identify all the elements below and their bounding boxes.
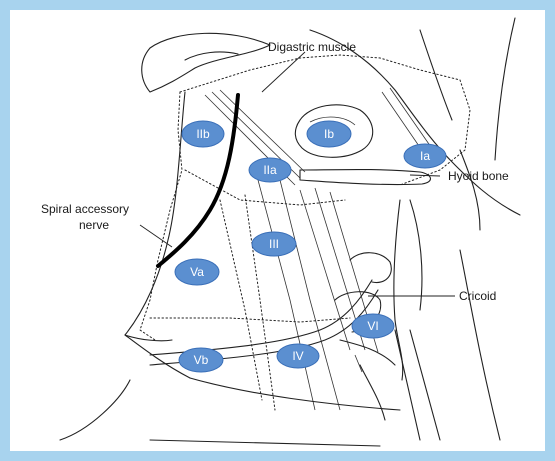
label-cricoid: Cricoid [459, 289, 496, 303]
zone-IV: IV [277, 344, 319, 368]
zone-VI-label: VI [367, 319, 378, 333]
zone-Vb-label: Vb [194, 353, 209, 367]
label-hyoid-bone: Hyoid bone [448, 169, 509, 183]
zone-VI: VI [352, 314, 394, 338]
label-digastric-muscle: Digastric muscle [268, 40, 356, 54]
zone-III: III [252, 232, 296, 256]
zone-IIa: IIa [249, 158, 291, 182]
label-spiral-nerve: nerve [79, 218, 109, 232]
zone-Ia: Ia [404, 144, 446, 168]
zone-Ib: Ib [307, 121, 351, 147]
zone-IIb: IIb [182, 121, 224, 147]
zone-Ia-label: Ia [420, 149, 430, 163]
zone-IIb-label: IIb [196, 127, 210, 141]
zone-IIa-label: IIa [263, 163, 277, 177]
zone-IV-label: IV [292, 349, 303, 363]
label-spiral-accessory: Spiral accessory [41, 202, 129, 216]
zone-Ib-label: Ib [324, 127, 334, 141]
zone-Va: Va [175, 259, 219, 285]
zone-III-label: III [269, 237, 279, 251]
zone-Va-label: Va [190, 265, 204, 279]
zone-Vb: Vb [179, 348, 223, 372]
